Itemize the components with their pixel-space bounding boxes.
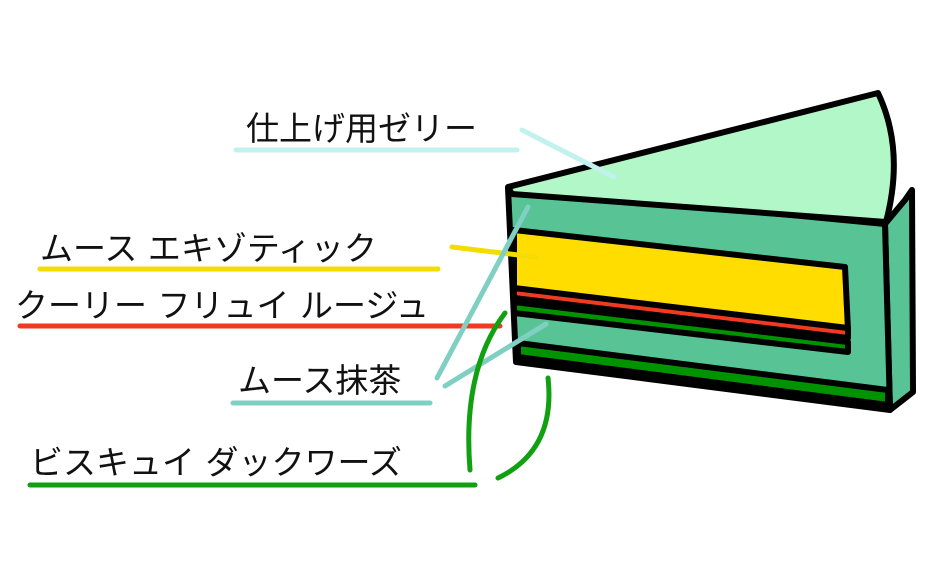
pointer-matcha-1 xyxy=(434,204,531,381)
pointer-dacquoise-1 xyxy=(466,310,508,473)
label-biscuit-dacquoise: ビスキュイ ダックワーズ xyxy=(30,443,402,482)
label-mousse-exotique: ムース エキゾティック xyxy=(40,229,377,268)
label-mousse-matcha: ムース抹茶 xyxy=(238,361,402,400)
pointer-jelly xyxy=(519,127,617,180)
cake-top-jelly xyxy=(505,90,897,225)
pointer-dacquoise-2 xyxy=(495,375,552,481)
label-coulis-fruits-rouges: クーリー フリュイ ルージュ xyxy=(15,286,430,325)
layer-coulis-fruits-rouges xyxy=(511,285,851,341)
layer-biscuit-bottom xyxy=(515,340,891,408)
pointer-matcha-2 xyxy=(442,321,549,389)
label-finishing-jelly: 仕上げ用ゼリー xyxy=(246,109,477,148)
pointer-exotique xyxy=(449,244,538,260)
layer-biscuit-middle xyxy=(511,299,851,355)
